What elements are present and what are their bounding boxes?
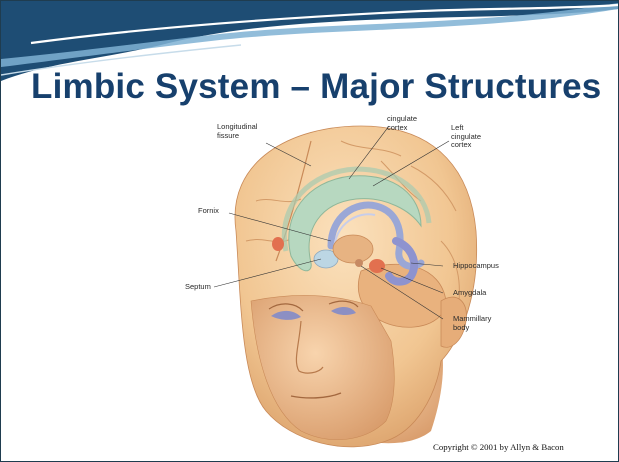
label-mammillary-body: Mammillary body [453, 315, 491, 332]
label-fornix: Fornix [198, 207, 219, 216]
label-cingulate-cortex: cingulate cortex [387, 115, 417, 132]
label-hippocampus: Hippocampus [453, 262, 499, 271]
copyright-notice: Copyright © 2001 by Allyn & Bacon [433, 442, 564, 452]
amygdala-right [369, 259, 385, 273]
amygdala-left [272, 237, 284, 251]
brain-illustration [151, 113, 611, 458]
label-longitudinal-fissure: Longitudinal fissure [217, 123, 257, 140]
slide-title: Limbic System – Major Structures [31, 67, 601, 107]
label-amygdala: Amygdala [453, 289, 486, 298]
label-left-cingulate-cortex: Left cingulate cortex [451, 124, 481, 150]
label-septum: Septum [185, 283, 211, 292]
mammillary-body [355, 259, 363, 267]
